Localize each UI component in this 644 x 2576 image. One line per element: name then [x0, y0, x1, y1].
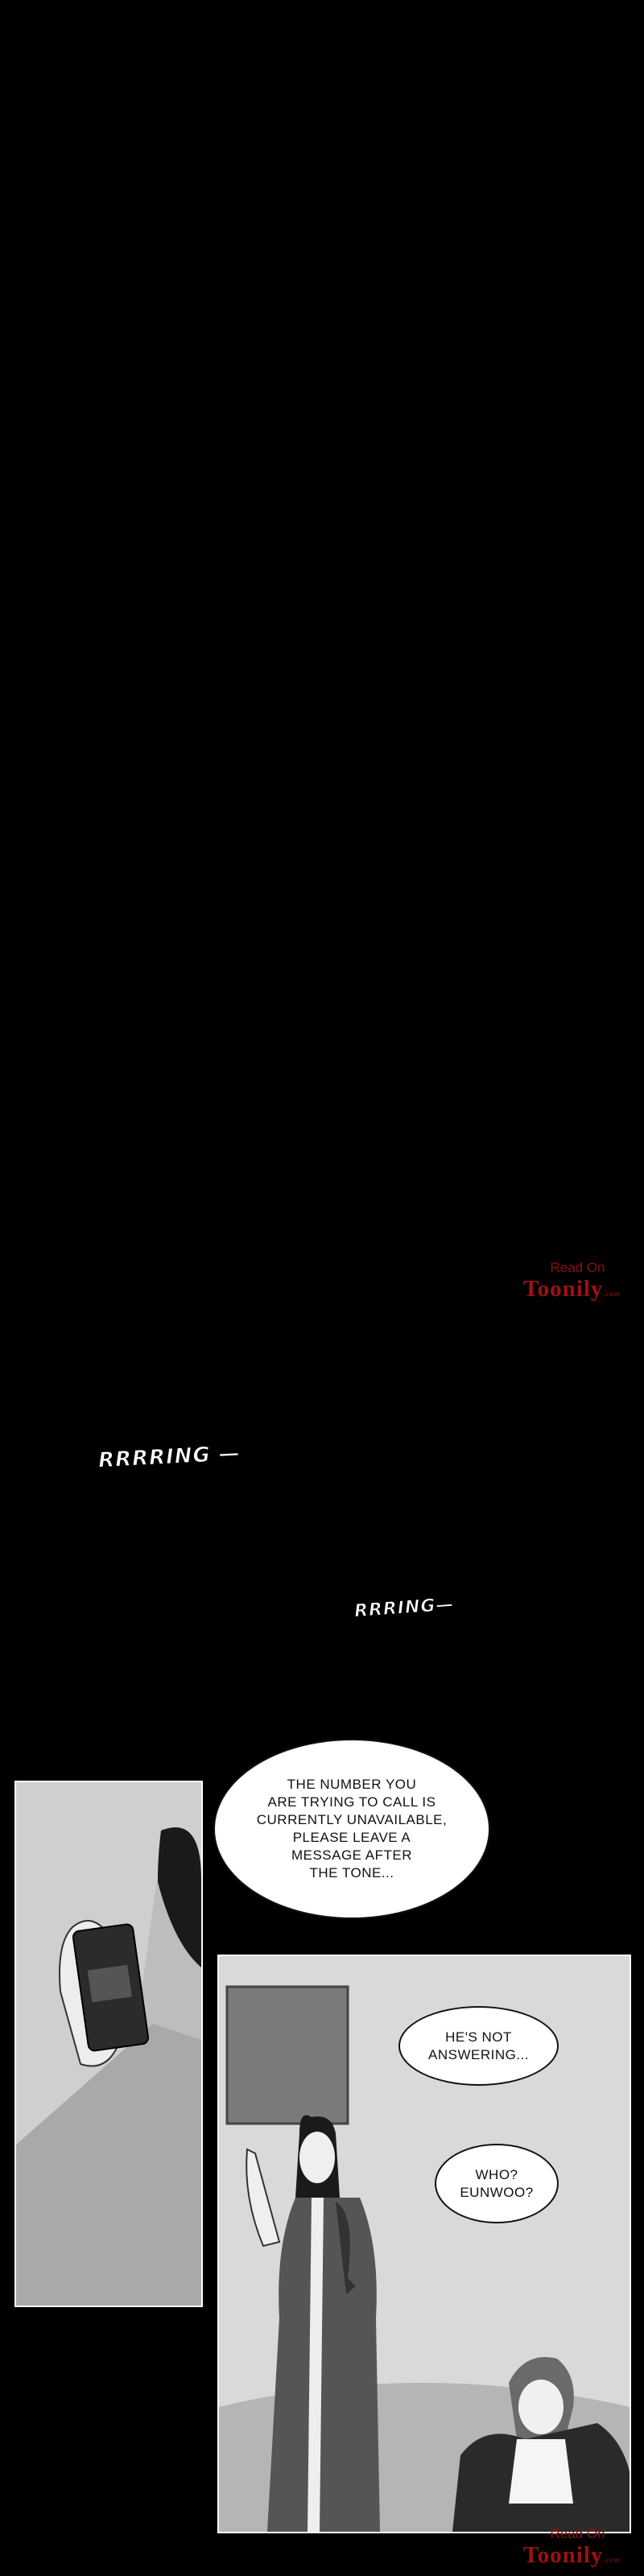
watermark-read-on: Read On — [550, 1260, 605, 1275]
sfx-ring-1: RRRRING — — [97, 1441, 242, 1473]
phone-hand-illustration — [16, 1782, 201, 2306]
voicemail-text: THE NUMBER YOU ARE TRYING TO CALL IS CUR… — [256, 1777, 448, 1880]
watermark-top: Read On Toonily.com — [523, 1260, 632, 1302]
sfx-ring-2: RRRING— — [353, 1594, 456, 1622]
panel-phone-hand — [14, 1781, 203, 2307]
watermark-toonily: Toonily.com — [523, 1276, 632, 1302]
panel-room-scene — [217, 1955, 631, 2533]
watermark-toonily-2: Toonily.com — [523, 2542, 632, 2569]
speech-bubble-not-answering: HE'S NOT ANSWERING... — [398, 2006, 559, 2086]
speech-bubble-who: WHO? EUNWOO? — [435, 2144, 559, 2223]
watermark-suffix-2: .com — [603, 2556, 621, 2564]
watermark-read-on-2: Read On — [550, 2526, 605, 2541]
speech-bubble-voicemail: THE NUMBER YOU ARE TRYING TO CALL IS CUR… — [213, 1739, 490, 1919]
watermark-brand: Toonily — [523, 1276, 604, 1302]
who-text: WHO? EUNWOO? — [460, 2166, 534, 2200]
watermark-brand-2: Toonily — [523, 2542, 604, 2568]
watermark-bottom: Read On Toonily.com — [523, 2526, 632, 2569]
room-scene-illustration — [219, 1956, 630, 2532]
not-answering-text: HE'S NOT ANSWERING... — [427, 2029, 529, 2062]
watermark-suffix: .com — [603, 1290, 621, 1298]
